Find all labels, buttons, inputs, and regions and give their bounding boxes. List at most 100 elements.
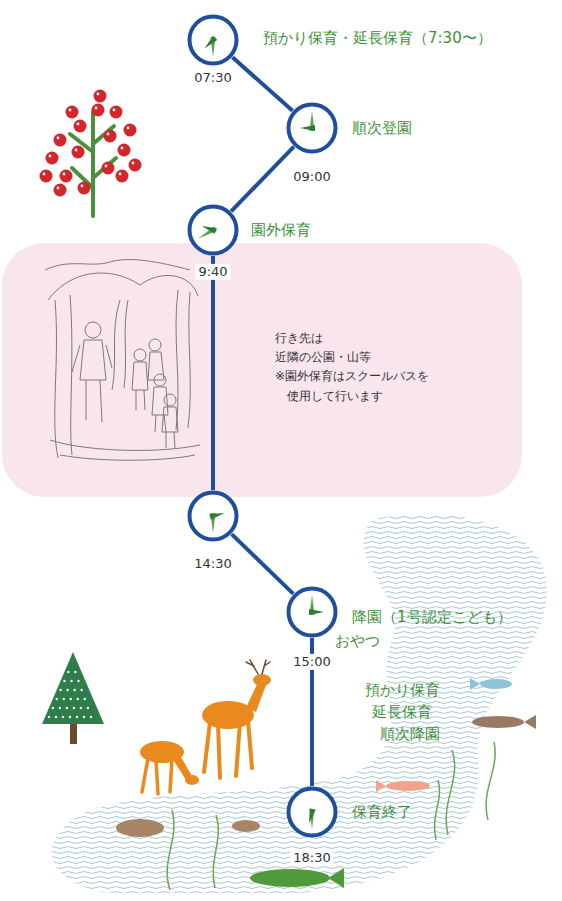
berry [40,170,53,183]
step-heading: 降園（1号認定こども） [352,608,512,627]
berry-shine [75,149,78,152]
berry [54,184,67,197]
clock-node: 保育終了18:30 [286,786,338,838]
berry-shine [97,93,100,96]
pine-dot [52,707,54,709]
berry [78,182,91,195]
berry [72,146,85,159]
pine-dot [77,680,79,682]
berry [66,106,79,119]
berry-shine [121,147,124,150]
step-heading: おやつ [335,632,380,651]
timeline-connector [211,256,215,490]
berry [74,120,87,133]
pine-dot [70,698,72,700]
berry-shine [127,127,130,130]
pine-dot [48,716,50,718]
pine-dot [55,716,57,718]
berry-shine [77,123,80,126]
hour-hand [209,513,224,520]
river [52,514,547,893]
berry-shine [105,165,108,168]
pine-dot [63,680,65,682]
text-line: 延長保育 [352,702,452,724]
clock-node: 降園（1号認定こども）おやつ15:00 [286,586,338,638]
berry [104,130,117,143]
time-label: 18:30 [290,850,333,866]
hour-hand [300,125,315,131]
berry-shine [63,173,66,176]
clock-rim [190,493,237,540]
berry-shine [107,133,110,136]
berry-shine [69,109,72,112]
pine-dot [62,716,64,718]
text-line: 行き先は [275,329,429,348]
berry-shine [81,185,84,188]
berry-shine [132,162,135,165]
fish [250,678,536,888]
pine-dot [80,689,82,691]
pine-dot [63,698,65,700]
pine-dot [74,671,76,673]
pine-dot [90,716,92,718]
hour-hand [309,609,324,615]
hour-hand [202,226,217,234]
berry [94,90,107,103]
berry [129,159,142,172]
text-line: 預かり保育 [352,680,452,702]
berry-shine [95,107,98,110]
pine-dot [66,707,68,709]
pine-dot [73,707,75,709]
pine-dot [83,716,85,718]
text-line: ※園外保育はスクールバスを [275,367,429,386]
clock-face [187,204,239,256]
clock-face [286,586,338,638]
berry [102,162,115,175]
timeline-connector [232,534,294,594]
pine-dot [84,698,86,700]
clock-face [187,14,239,66]
clock-face [286,786,338,838]
pine-dot [76,716,78,718]
berry-shine [113,109,116,112]
text-line: 順次降園 [352,724,452,746]
pine-tree [42,652,104,744]
step-heading: 保育終了 [352,803,412,822]
clock-rim [289,589,336,636]
pine-dot [77,698,79,700]
clock-node: 預かり保育・延長保育（7:30〜）07:30 [187,14,239,66]
pine-dot [59,707,61,709]
time-label: 9:40 [195,264,230,280]
clock-rim [190,17,237,64]
pine-dot [70,680,72,682]
pine-dot [56,698,58,700]
minute-hand [198,226,217,238]
pine-dot [59,689,61,691]
pine-dot [66,689,68,691]
time-label: 15:00 [290,654,333,670]
pine-dot [73,689,75,691]
pine-dot [80,707,82,709]
clock-face [187,490,239,542]
hour-hand [309,808,316,823]
clock-rim [289,105,336,152]
time-label: 14:30 [191,556,234,572]
berry [110,106,123,119]
pine-dot [69,716,71,718]
lily-pads [116,819,260,837]
note-label: 預かり保育 延長保育 順次降園 [352,680,452,745]
berry [46,152,59,165]
berry-shine [57,187,60,190]
berry [124,124,137,137]
berry [54,134,67,147]
time-label: 07:30 [191,70,234,86]
step-heading: 預かり保育・延長保育（7:30〜） [263,29,492,48]
berry [118,144,131,157]
step-heading: 順次登園 [352,119,412,138]
berry-shine [49,155,52,158]
clock-node: 14:30 [187,490,239,542]
berry-shine [57,137,60,140]
band-ground [2,243,522,497]
text-line: 使用して行います [275,387,429,406]
